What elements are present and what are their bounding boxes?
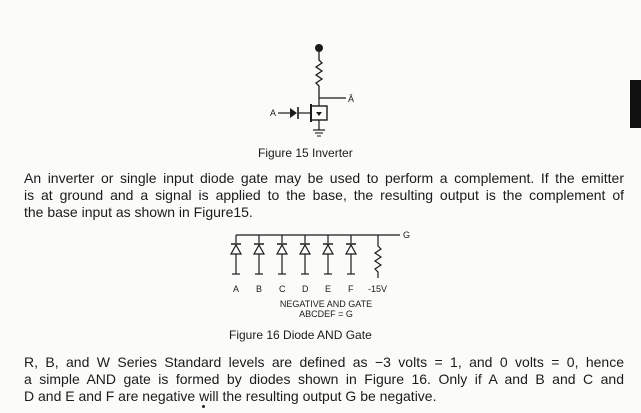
input-diode <box>290 108 297 118</box>
emitter-arrow <box>316 112 322 116</box>
gate-description: NEGATIVE AND GATE ABCDEF = G <box>271 299 381 319</box>
supply-voltage-label: -15V <box>368 284 387 294</box>
paragraph-and-gate: R, B, and W Series Standard levels are d… <box>24 354 624 405</box>
input-diode <box>344 235 358 275</box>
inverter-schematic: Ā A <box>270 44 354 137</box>
paragraph-line: An inverter or single input diode gate m… <box>24 170 624 186</box>
input-label: F <box>348 284 354 294</box>
scan-speck <box>202 405 205 408</box>
paragraph-inverter: An inverter or single input diode gate m… <box>24 170 624 221</box>
gate-output-label: G <box>403 230 410 240</box>
input-label: B <box>256 284 262 294</box>
gate-title: NEGATIVE AND GATE <box>279 299 373 309</box>
input-label: A <box>270 108 276 118</box>
input-diode <box>298 235 312 275</box>
input-label: D <box>302 284 309 294</box>
collector-resistor <box>314 52 324 98</box>
figure-16-caption: Figure 16 Diode AND Gate <box>229 328 372 342</box>
paragraph-line: is at ground and a signal is applied to … <box>24 187 624 203</box>
diode-and-gate-schematic: G A B C D E F -15V <box>229 230 410 294</box>
pulldown-resistor <box>373 235 383 278</box>
input-diode <box>229 235 243 275</box>
figure-15-caption: Figure 15 Inverter <box>258 146 353 160</box>
input-diode <box>275 235 289 275</box>
paragraph-line: R, B, and W Series Standard levels are d… <box>24 354 624 370</box>
input-label: E <box>325 284 331 294</box>
input-labels: A B C D E F <box>233 284 354 294</box>
paragraph-line: the base input as shown in Figure15. <box>24 204 253 220</box>
input-label: C <box>279 284 286 294</box>
input-label: A <box>233 284 239 294</box>
input-diodes <box>229 235 358 275</box>
paragraph-line: D and E and F are negative will the resu… <box>24 388 437 404</box>
input-diode <box>252 235 266 275</box>
gate-expression: ABCDEF = G <box>299 309 353 319</box>
page-edge-mark <box>630 80 641 128</box>
paragraph-line: a simple AND gate is formed by diodes sh… <box>24 371 624 387</box>
supply-terminal-dot <box>315 44 323 52</box>
output-label: Ā <box>348 94 354 104</box>
input-diode <box>321 235 335 275</box>
